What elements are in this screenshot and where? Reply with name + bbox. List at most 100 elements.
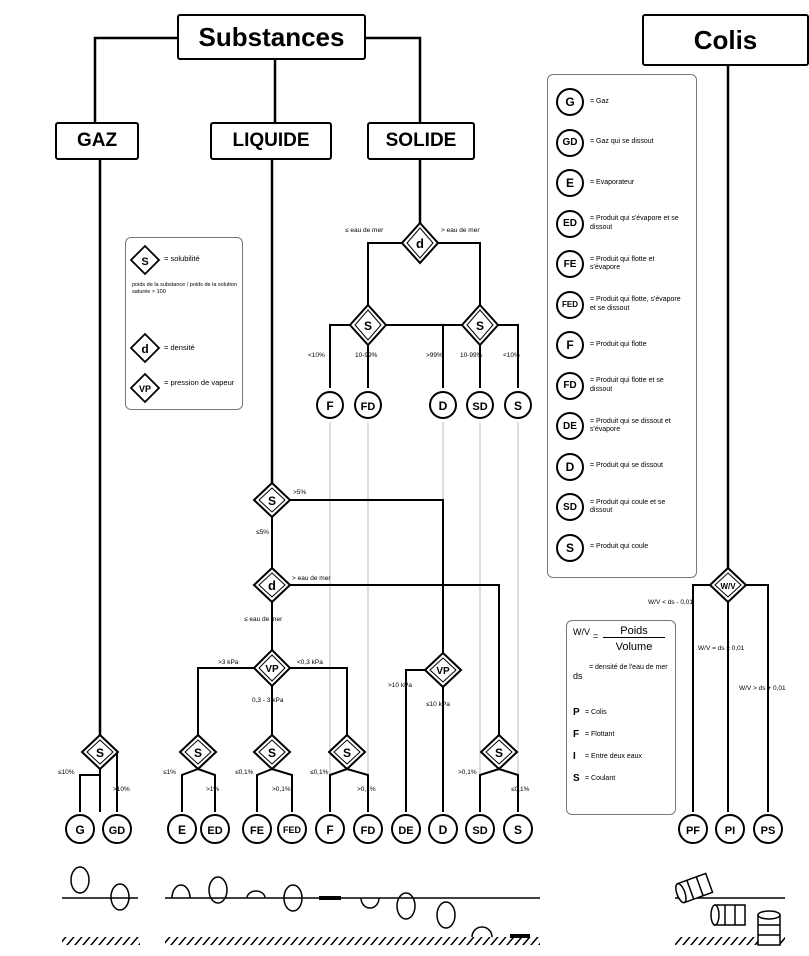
node-d: D: [430, 392, 456, 418]
svg-text:DE: DE: [398, 825, 413, 837]
legend-wv-numerator: Poids: [603, 625, 665, 638]
legend-row-fe: FE = Produit qui flotte et s'évapore: [556, 249, 692, 279]
legend-code-desc: = Produit qui flotte, s'évapore et se di…: [590, 296, 686, 313]
node-fed: FED: [278, 815, 306, 843]
node-fe: FE: [243, 815, 271, 843]
legend-colis-value: = Entre deux eaux: [585, 753, 655, 761]
node-de: DE: [392, 815, 420, 843]
svg-text:FD: FD: [361, 825, 376, 837]
diamond-s-solide-left: S: [350, 305, 386, 345]
liquide-s-label: ≤0,1%: [235, 769, 254, 776]
colis-header: Colis: [642, 14, 809, 66]
liquide-s-label: >0,1%: [458, 769, 477, 776]
liquide-labels: >5% ≤5% > eau de mer ≤ eau de mer >3 kPa…: [58, 489, 530, 793]
solide-header: SOLIDE: [367, 122, 475, 160]
legend-code-circle: SD: [556, 493, 584, 521]
svg-text:G: G: [75, 823, 84, 837]
legend-code-circle: GD: [556, 129, 584, 157]
legend-code-circle: E: [556, 169, 584, 197]
legend-colis-key: S: [573, 775, 582, 783]
diamond-s-solide-right: S: [462, 305, 498, 345]
legend-colis-item: S= Coulant: [573, 775, 673, 783]
liquide-lines: [80, 500, 518, 812]
solide-result-nodes: F FD D SD S: [317, 392, 531, 418]
node-ed: ED: [201, 815, 229, 843]
node-sd-bottom: SD: [466, 815, 494, 843]
legend-colis-value: = Colis: [585, 709, 655, 717]
legend-colis-key: I: [573, 753, 582, 761]
legend-row-e: E = Evaporateur: [556, 168, 692, 198]
svg-text:VP: VP: [139, 384, 151, 394]
liquide-s-label: >1%: [206, 786, 219, 793]
legend-code-desc: = Evaporateur: [590, 179, 686, 188]
diamond-wv-colis: W/V: [710, 568, 746, 602]
svg-text:F: F: [326, 823, 333, 837]
svg-text:d: d: [141, 342, 148, 356]
legend-code-desc: = Produit qui flotte et s'évapore: [590, 256, 686, 273]
colis-right-label: W/V > ds + 0,01: [739, 685, 786, 692]
legend-code-circle: FED: [556, 291, 584, 319]
legend-colis-value: = Coulant: [585, 775, 655, 783]
legend-s-title: = solubilité: [164, 254, 200, 263]
svg-text:D: D: [439, 399, 448, 413]
diamond-s-gaz: S: [82, 735, 118, 769]
diamond-vp-sink: VP: [425, 653, 461, 687]
diamond-s-f: S: [329, 735, 365, 769]
legend-row-sd: SD = Produit qui coule et se dissout: [556, 492, 692, 522]
svg-text:S: S: [96, 746, 104, 760]
node-pi: PI: [716, 815, 744, 843]
node-ps: PS: [754, 815, 782, 843]
legend-row-fd: FD= Produit qui flotte et se dissout: [556, 371, 692, 401]
liquide-s-label: >0,1%: [357, 786, 376, 793]
svg-text:S: S: [364, 319, 372, 333]
liquide-d-gt-label: > eau de mer: [292, 575, 331, 582]
gaz-s-label: ≤10%: [58, 769, 75, 776]
diamond-s-liquide: S: [254, 483, 290, 517]
legend-code-desc: = Produit qui coule et se dissout: [590, 499, 686, 516]
legend-row-g: G= Gaz: [556, 87, 692, 117]
legend-row-fed: FED = Produit qui flotte, s'évapore et se…: [556, 290, 692, 320]
svg-text:S: S: [514, 823, 522, 837]
liquide-s-le-label: ≤5%: [256, 529, 269, 536]
liquide-vp-lt-label: <0,3 kPa: [297, 659, 323, 666]
liquide-s-label: ≤1%: [163, 769, 176, 776]
svg-text:ED: ED: [207, 825, 222, 837]
node-fd-bottom: FD: [354, 815, 382, 843]
svg-text:SD: SD: [472, 401, 487, 413]
legend-wv-symbol: W/V: [573, 627, 590, 637]
svg-text:D: D: [439, 823, 448, 837]
legend-code-desc: = Gaz: [590, 98, 686, 107]
solide-s-label: <10%: [503, 352, 520, 359]
legend-colis: W/V = Poids Volume ds = densité de l'eau…: [566, 620, 676, 815]
legend-row-s: S= Produit qui coule: [556, 533, 692, 563]
water-surface-illustration: [62, 867, 785, 945]
svg-text:PF: PF: [686, 825, 700, 837]
svg-text:FD: FD: [361, 401, 376, 413]
diamond-s-e: S: [180, 735, 216, 769]
legend-code-desc: = Produit qui flotte: [590, 341, 686, 350]
legend-d-desc: = densité: [164, 343, 195, 352]
svg-text:PS: PS: [761, 825, 776, 837]
svg-text:VP: VP: [436, 666, 450, 677]
node-fd: FD: [355, 392, 381, 418]
liquide-vp2-le-label: ≤10 kPa: [426, 701, 450, 708]
legend-symbols: S d VP = solubilité poids de la substanc…: [125, 237, 243, 410]
svg-text:SD: SD: [472, 825, 487, 837]
legend-code-circle: FE: [556, 250, 584, 278]
legend-code-circle: F: [556, 331, 584, 359]
legend-code-circle: FD: [556, 372, 584, 400]
node-s: S: [505, 392, 531, 418]
node-gd: GD: [103, 815, 131, 843]
solide-d-right-label: > eau de mer: [441, 227, 480, 234]
legend-code-desc: = Produit qui se dissout: [590, 462, 686, 471]
legend-row-gd: GD= Gaz qui se dissout: [556, 128, 692, 158]
solide-s-label: 10-99%: [460, 352, 483, 359]
diamond-s-sd: S: [481, 735, 517, 769]
legend-vp-desc: = pression de vapeur: [164, 378, 238, 387]
legend-colis-key: F: [573, 731, 582, 739]
diamond-d-solide: d: [402, 223, 438, 263]
liquide-s-label: >0,1%: [272, 786, 291, 793]
liquide-vp-gt-label: >3 kPa: [218, 659, 239, 666]
diamond-s-fe: S: [254, 735, 290, 769]
